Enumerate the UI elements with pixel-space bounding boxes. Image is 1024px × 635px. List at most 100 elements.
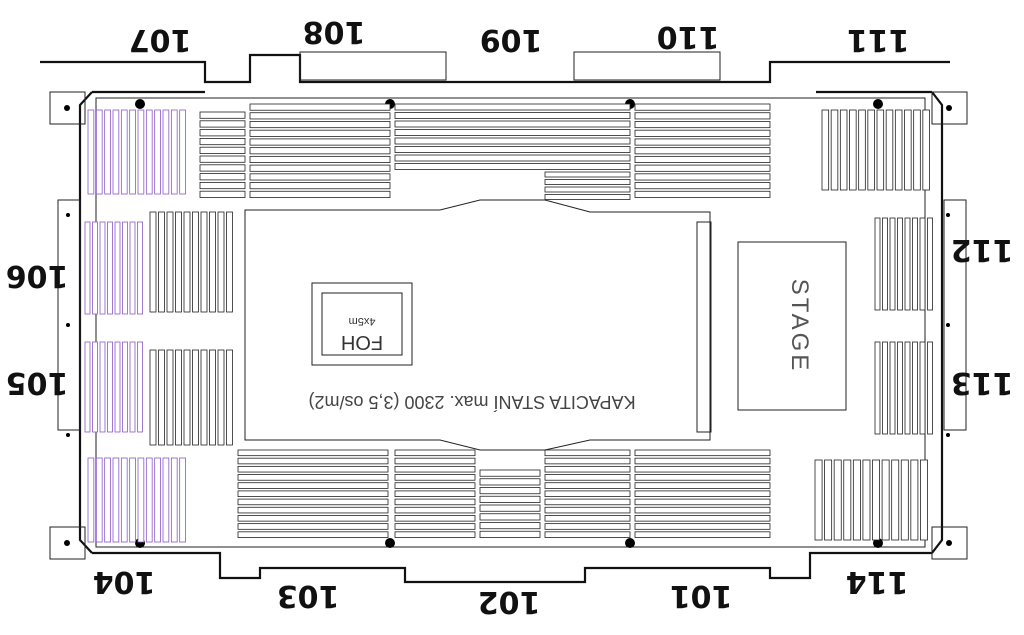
seat-row: [249, 121, 391, 129]
seat-row: [249, 138, 391, 146]
seat-column: [226, 211, 233, 313]
seat-column: [158, 211, 165, 313]
seat-row: [544, 482, 631, 489]
seat-block-left-inner-top[interactable]: [149, 211, 233, 313]
seat-column: [99, 221, 106, 315]
seat-column: [92, 221, 98, 315]
seat-row: [479, 495, 541, 503]
seat-block-right-112[interactable]: [874, 217, 933, 311]
seat-row: [249, 147, 391, 155]
seat-column: [112, 109, 120, 195]
section-112[interactable]: 112: [951, 232, 1014, 267]
section-114[interactable]: 114: [846, 564, 909, 599]
seat-row: [199, 146, 246, 154]
stage[interactable]: STAGE: [737, 241, 847, 411]
section-109[interactable]: 109: [480, 22, 543, 57]
seat-column: [170, 109, 178, 195]
seat-block-bottom-a[interactable]: [237, 449, 389, 538]
seat-row: [479, 487, 541, 495]
seat-row: [634, 490, 771, 497]
seat-column: [154, 457, 161, 543]
seat-block-bottom-b[interactable]: [394, 449, 476, 538]
seat-column: [872, 459, 880, 541]
seat-column: [833, 459, 842, 541]
seat-column: [927, 217, 933, 311]
seat-column: [179, 109, 186, 195]
seat-block-bottom-c[interactable]: [544, 449, 631, 538]
seat-column: [175, 211, 182, 313]
section-labels: 107 108 109 110 111 106 105 112 113 104 …: [6, 14, 1014, 619]
seat-column: [162, 109, 170, 195]
seat-block-bottom-e[interactable]: [479, 469, 541, 538]
seat-block-corner-114[interactable]: [814, 459, 928, 541]
seat-row: [199, 137, 246, 146]
section-102[interactable]: 102: [478, 584, 541, 619]
seat-block-top-b[interactable]: [394, 103, 631, 170]
seat-column: [839, 109, 848, 191]
seat-column: [137, 341, 143, 433]
foh-label: FOH: [341, 331, 383, 353]
seat-row: [249, 155, 391, 163]
seat-block-corner-111[interactable]: [821, 109, 930, 191]
seat-row: [249, 173, 391, 181]
seat-row: [199, 164, 246, 172]
seat-row: [394, 531, 476, 538]
section-113[interactable]: 113: [951, 365, 1014, 400]
seat-column: [927, 341, 933, 435]
seat-row: [544, 186, 631, 193]
seat-row: [249, 129, 391, 137]
seat-column: [885, 109, 894, 191]
seat-column: [881, 459, 890, 541]
seat-row: [544, 531, 631, 538]
seat-column: [904, 341, 911, 435]
seat-column: [852, 459, 861, 541]
seat-column: [154, 109, 161, 195]
seat-column: [897, 217, 903, 311]
seat-column: [200, 211, 208, 313]
seat-block-corner-104[interactable]: [87, 457, 186, 543]
seat-block-top-c[interactable]: [544, 171, 631, 200]
seat-row: [394, 515, 476, 522]
section-104[interactable]: 104: [93, 564, 156, 599]
seat-column: [922, 109, 930, 191]
seat-column: [862, 459, 871, 541]
section-111[interactable]: 111: [847, 22, 910, 57]
seat-row: [237, 449, 389, 457]
section-107[interactable]: 107: [129, 22, 192, 57]
section-106[interactable]: 106: [6, 258, 69, 293]
seat-row: [237, 457, 389, 465]
section-101[interactable]: 101: [670, 578, 733, 613]
seat-column: [894, 109, 903, 191]
seat-column: [129, 221, 136, 315]
seat-block-right-113[interactable]: [874, 341, 933, 435]
seat-block-left-106[interactable]: [84, 221, 143, 315]
seat-block-top-a[interactable]: [249, 103, 391, 198]
seat-column: [192, 211, 199, 313]
seat-row: [394, 137, 631, 145]
foh-position[interactable]: FOH 4x5m: [311, 282, 413, 366]
seat-column: [84, 221, 91, 315]
seat-block-left-inner-bottom[interactable]: [149, 349, 233, 446]
section-105[interactable]: 105: [6, 365, 69, 400]
seat-block-corner-107[interactable]: [87, 109, 186, 195]
section-108[interactable]: 108: [303, 14, 366, 49]
seat-row: [544, 506, 631, 514]
seat-block-top-d[interactable]: [634, 103, 771, 198]
seat-column: [137, 221, 143, 315]
seat-column: [874, 217, 881, 311]
seat-row: [544, 498, 631, 506]
seat-block-top-e[interactable]: [199, 111, 246, 198]
seat-row: [479, 504, 541, 512]
seat-column: [104, 457, 111, 543]
seat-row: [634, 498, 771, 506]
seat-row: [634, 474, 771, 481]
seat-block-bottom-d[interactable]: [634, 449, 771, 538]
seat-column: [843, 459, 852, 541]
seat-column: [830, 109, 839, 191]
section-103[interactable]: 103: [277, 578, 340, 613]
section-110[interactable]: 110: [657, 19, 720, 54]
seat-column: [217, 211, 225, 313]
seat-block-left-105[interactable]: [84, 341, 143, 433]
seat-row: [237, 506, 389, 514]
seat-row: [199, 111, 246, 119]
